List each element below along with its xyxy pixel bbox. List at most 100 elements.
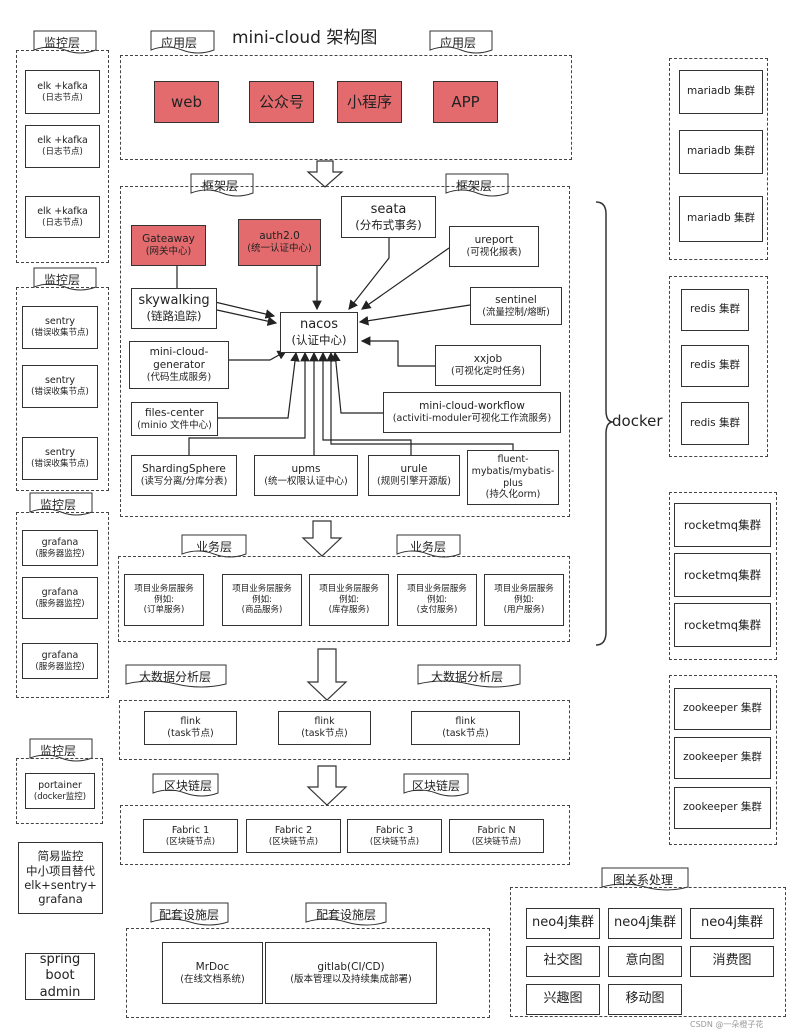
app-layer-container — [120, 55, 572, 160]
business-layer-label: 业务层 — [410, 540, 447, 554]
gateway-node: Gateaway(网关中心) — [131, 225, 206, 266]
flink-task-node: flink(task节点) — [278, 711, 371, 745]
docker-label: docker — [612, 412, 663, 430]
mariadb-cluster: mariadb 集群 — [679, 130, 763, 174]
fluent-mybatis-node: fluent- mybatis/mybatis- plus (持久化orm) — [467, 450, 559, 505]
grafana-node: grafana(服务器监控) — [22, 530, 98, 566]
flink-task-node: flink(task节点) — [411, 711, 520, 745]
grafana-node: grafana(服务器监控) — [22, 577, 98, 619]
ureport-node: ureport(可视化报表) — [449, 226, 539, 267]
gitlab-node: gitlab(CI/CD)(版本管理以及持续集成部署) — [265, 942, 437, 1004]
monitor-layer-label: 监控层 — [44, 36, 81, 50]
zookeeper-cluster-group — [669, 675, 777, 845]
bigdata-layer-label: 大数据分析层 — [431, 670, 504, 684]
app-layer-label: 应用层 — [161, 36, 198, 50]
mobile-graph: 移动图 — [608, 984, 682, 1015]
business-service-payment: 项目业务层服务例如:(支付服务) — [397, 574, 477, 626]
fabric-node-2: Fabric 2(区块链节点) — [246, 819, 341, 853]
portainer-node: portainer(docker监控) — [25, 773, 95, 809]
blockchain-layer-label: 区块链层 — [164, 779, 213, 793]
rocketmq-cluster-group — [669, 492, 777, 660]
business-service-product: 项目业务层服务例如:(商品服务) — [222, 574, 302, 626]
monitor-elk-group — [16, 50, 109, 263]
seata-node: seata(分布式事务) — [341, 196, 436, 238]
business-service-inventory: 项目业务层服务例如:(库存服务) — [309, 574, 389, 626]
mobile-app: APP — [433, 81, 498, 123]
flink-task-node: flink(task节点) — [144, 711, 237, 745]
web-app: web — [154, 81, 219, 123]
consume-graph: 消费图 — [690, 946, 774, 977]
wechat-official-account: 公众号 — [249, 81, 314, 123]
monitor-layer-label: 监控层 — [40, 744, 77, 758]
social-graph: 社交图 — [526, 946, 600, 977]
monitor-portainer-group — [16, 758, 103, 824]
neo4j-cluster: neo4j集群 — [608, 908, 682, 939]
support-layer-label: 配套设施层 — [316, 908, 377, 922]
business-service-order: 项目业务层服务例如:(订单服务) — [124, 574, 204, 626]
rocketmq-cluster: rocketmq集群 — [674, 603, 771, 647]
zookeeper-cluster: zookeeper 集群 — [674, 787, 771, 829]
redis-cluster: redis 集群 — [681, 402, 749, 445]
graph-layer-label: 图关系处理 — [613, 873, 674, 887]
business-service-user: 项目业务层服务例如:(用户服务) — [484, 574, 564, 626]
support-layer-container — [126, 928, 490, 1018]
generator-node: mini-cloud- generator (代码生成服务) — [129, 341, 229, 389]
app-layer-label: 应用层 — [440, 36, 477, 50]
monitor-layer-label: 监控层 — [44, 273, 81, 287]
business-layer-label: 业务层 — [196, 540, 233, 554]
down-arrow — [306, 648, 348, 701]
auth-node: auth2.0(统一认证中心) — [238, 219, 321, 266]
bigdata-layer-label: 大数据分析层 — [139, 670, 212, 684]
docker-brace — [595, 201, 614, 646]
mariadb-cluster: mariadb 集群 — [679, 70, 763, 114]
mariadb-cluster-group — [669, 58, 768, 260]
business-layer-container — [118, 556, 570, 642]
sentry-node: sentry(错误收集节点) — [22, 365, 98, 408]
simple-monitor-box: 简易监控 中小项目替代 elk+sentry+ grafana — [18, 842, 103, 914]
down-arrow — [306, 765, 348, 806]
zookeeper-cluster: zookeeper 集群 — [674, 688, 771, 730]
interest-graph: 兴趣图 — [526, 984, 600, 1015]
sentry-node: sentry(错误收集节点) — [22, 306, 98, 349]
redis-cluster-group — [669, 276, 768, 457]
diagram-title: mini-cloud 架构图 — [232, 28, 378, 48]
neo4j-cluster: neo4j集群 — [690, 908, 774, 939]
intent-graph: 意向图 — [608, 946, 682, 977]
skywalking-node: skywalking(链路追踪) — [131, 288, 217, 329]
blockchain-layer-container — [120, 805, 570, 865]
blockchain-layer-label: 区块链层 — [412, 779, 461, 793]
sentry-node: sentry(错误收集节点) — [22, 437, 98, 480]
workflow-node: mini-cloud-workflow(activiti-moduler可视化工… — [383, 392, 561, 433]
monitor-grafana-group — [16, 512, 109, 698]
nacos-node: nacos(认证中心) — [280, 312, 358, 353]
elk-kafka-node: elk +kafka(日志节点) — [25, 196, 100, 238]
xxjob-node: xxjob(可视化定时任务) — [435, 345, 541, 386]
grafana-node: grafana(服务器监控) — [22, 643, 98, 679]
upms-node: upms(统一权限认证中心) — [254, 455, 358, 496]
support-layer-label: 配套设施层 — [159, 908, 220, 922]
bigdata-layer-container — [119, 700, 570, 760]
mariadb-cluster: mariadb 集群 — [679, 196, 763, 242]
monitor-layer-label: 监控层 — [40, 498, 77, 512]
sentinel-node: sentinel(流量控制/熔断) — [470, 287, 562, 325]
mrdoc-node: MrDoc(在线文档系统) — [162, 942, 263, 1004]
fabric-node-1: Fabric 1(区块链节点) — [143, 819, 238, 853]
down-arrow — [301, 520, 343, 557]
elk-kafka-node: elk +kafka(日志节点) — [25, 70, 100, 114]
rocketmq-cluster: rocketmq集群 — [674, 553, 771, 597]
elk-kafka-node: elk +kafka(日志节点) — [25, 125, 100, 168]
files-center-node: files-center(minio 文件中心) — [131, 402, 218, 436]
fabric-node-3: Fabric 3(区块链节点) — [347, 819, 442, 853]
sharding-sphere-node: ShardingSphere(读写分离/分库分表) — [131, 455, 237, 496]
redis-cluster: redis 集群 — [681, 345, 749, 387]
fabric-node-n: Fabric N(区块链节点) — [449, 819, 544, 853]
zookeeper-cluster: zookeeper 集群 — [674, 737, 771, 779]
mini-program: 小程序 — [337, 81, 402, 123]
rocketmq-cluster: rocketmq集群 — [674, 503, 771, 547]
neo4j-cluster: neo4j集群 — [526, 908, 600, 939]
watermark: CSDN @一朵橙子花 — [690, 1020, 764, 1029]
framework-layer-container — [120, 186, 570, 517]
graph-layer-container — [510, 887, 786, 1017]
down-arrow — [306, 160, 344, 188]
